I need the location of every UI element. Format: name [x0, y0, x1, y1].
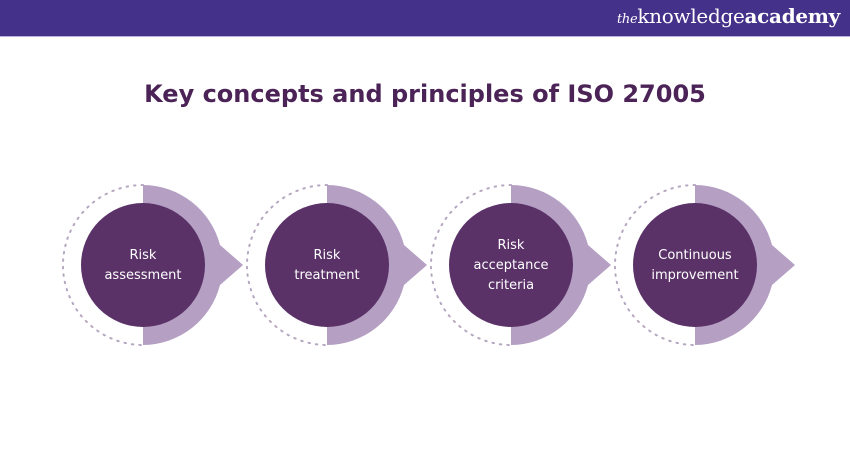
step-2-label: Risk treatment	[265, 246, 389, 286]
step-4-label: Continuous improvement	[633, 246, 757, 286]
header-bar: theknowledgeacademy	[0, 0, 850, 37]
dotted-ring-icon	[246, 184, 328, 346]
step-4-line-2: improvement	[651, 268, 739, 283]
step-2-graphic	[246, 184, 427, 346]
step-circle	[633, 203, 757, 327]
dotted-ring-icon	[430, 184, 512, 346]
step-1-label: Risk assessment	[81, 246, 205, 286]
page-title: Key concepts and principles of ISO 27005	[144, 80, 706, 108]
step-3-graphic	[430, 184, 611, 346]
logo-main: knowledge	[637, 4, 745, 28]
step-3-line-1: Risk	[497, 238, 525, 253]
brand-logo: theknowledgeacademy	[617, 4, 840, 28]
step-1-line-1: Risk	[129, 248, 157, 263]
step-circle	[265, 203, 389, 327]
dotted-ring-icon	[62, 184, 144, 346]
step-2-line-1: Risk	[313, 248, 341, 263]
step-1-graphic	[62, 184, 243, 346]
step-1-line-2: assessment	[104, 268, 182, 283]
step-3-line-2: acceptance	[473, 258, 549, 273]
step-3-label: Risk acceptance criteria	[449, 236, 573, 296]
step-2-line-2: treatment	[294, 268, 360, 283]
step-4-graphic	[614, 184, 795, 346]
step-4-line-1: Continuous	[658, 248, 732, 263]
step-3-line-3: criteria	[487, 278, 535, 293]
step-circle	[81, 203, 205, 327]
logo-prefix: the	[616, 12, 638, 27]
step-circle	[449, 203, 573, 327]
logo-suffix: academy	[744, 4, 841, 28]
dotted-ring-icon	[614, 184, 696, 346]
